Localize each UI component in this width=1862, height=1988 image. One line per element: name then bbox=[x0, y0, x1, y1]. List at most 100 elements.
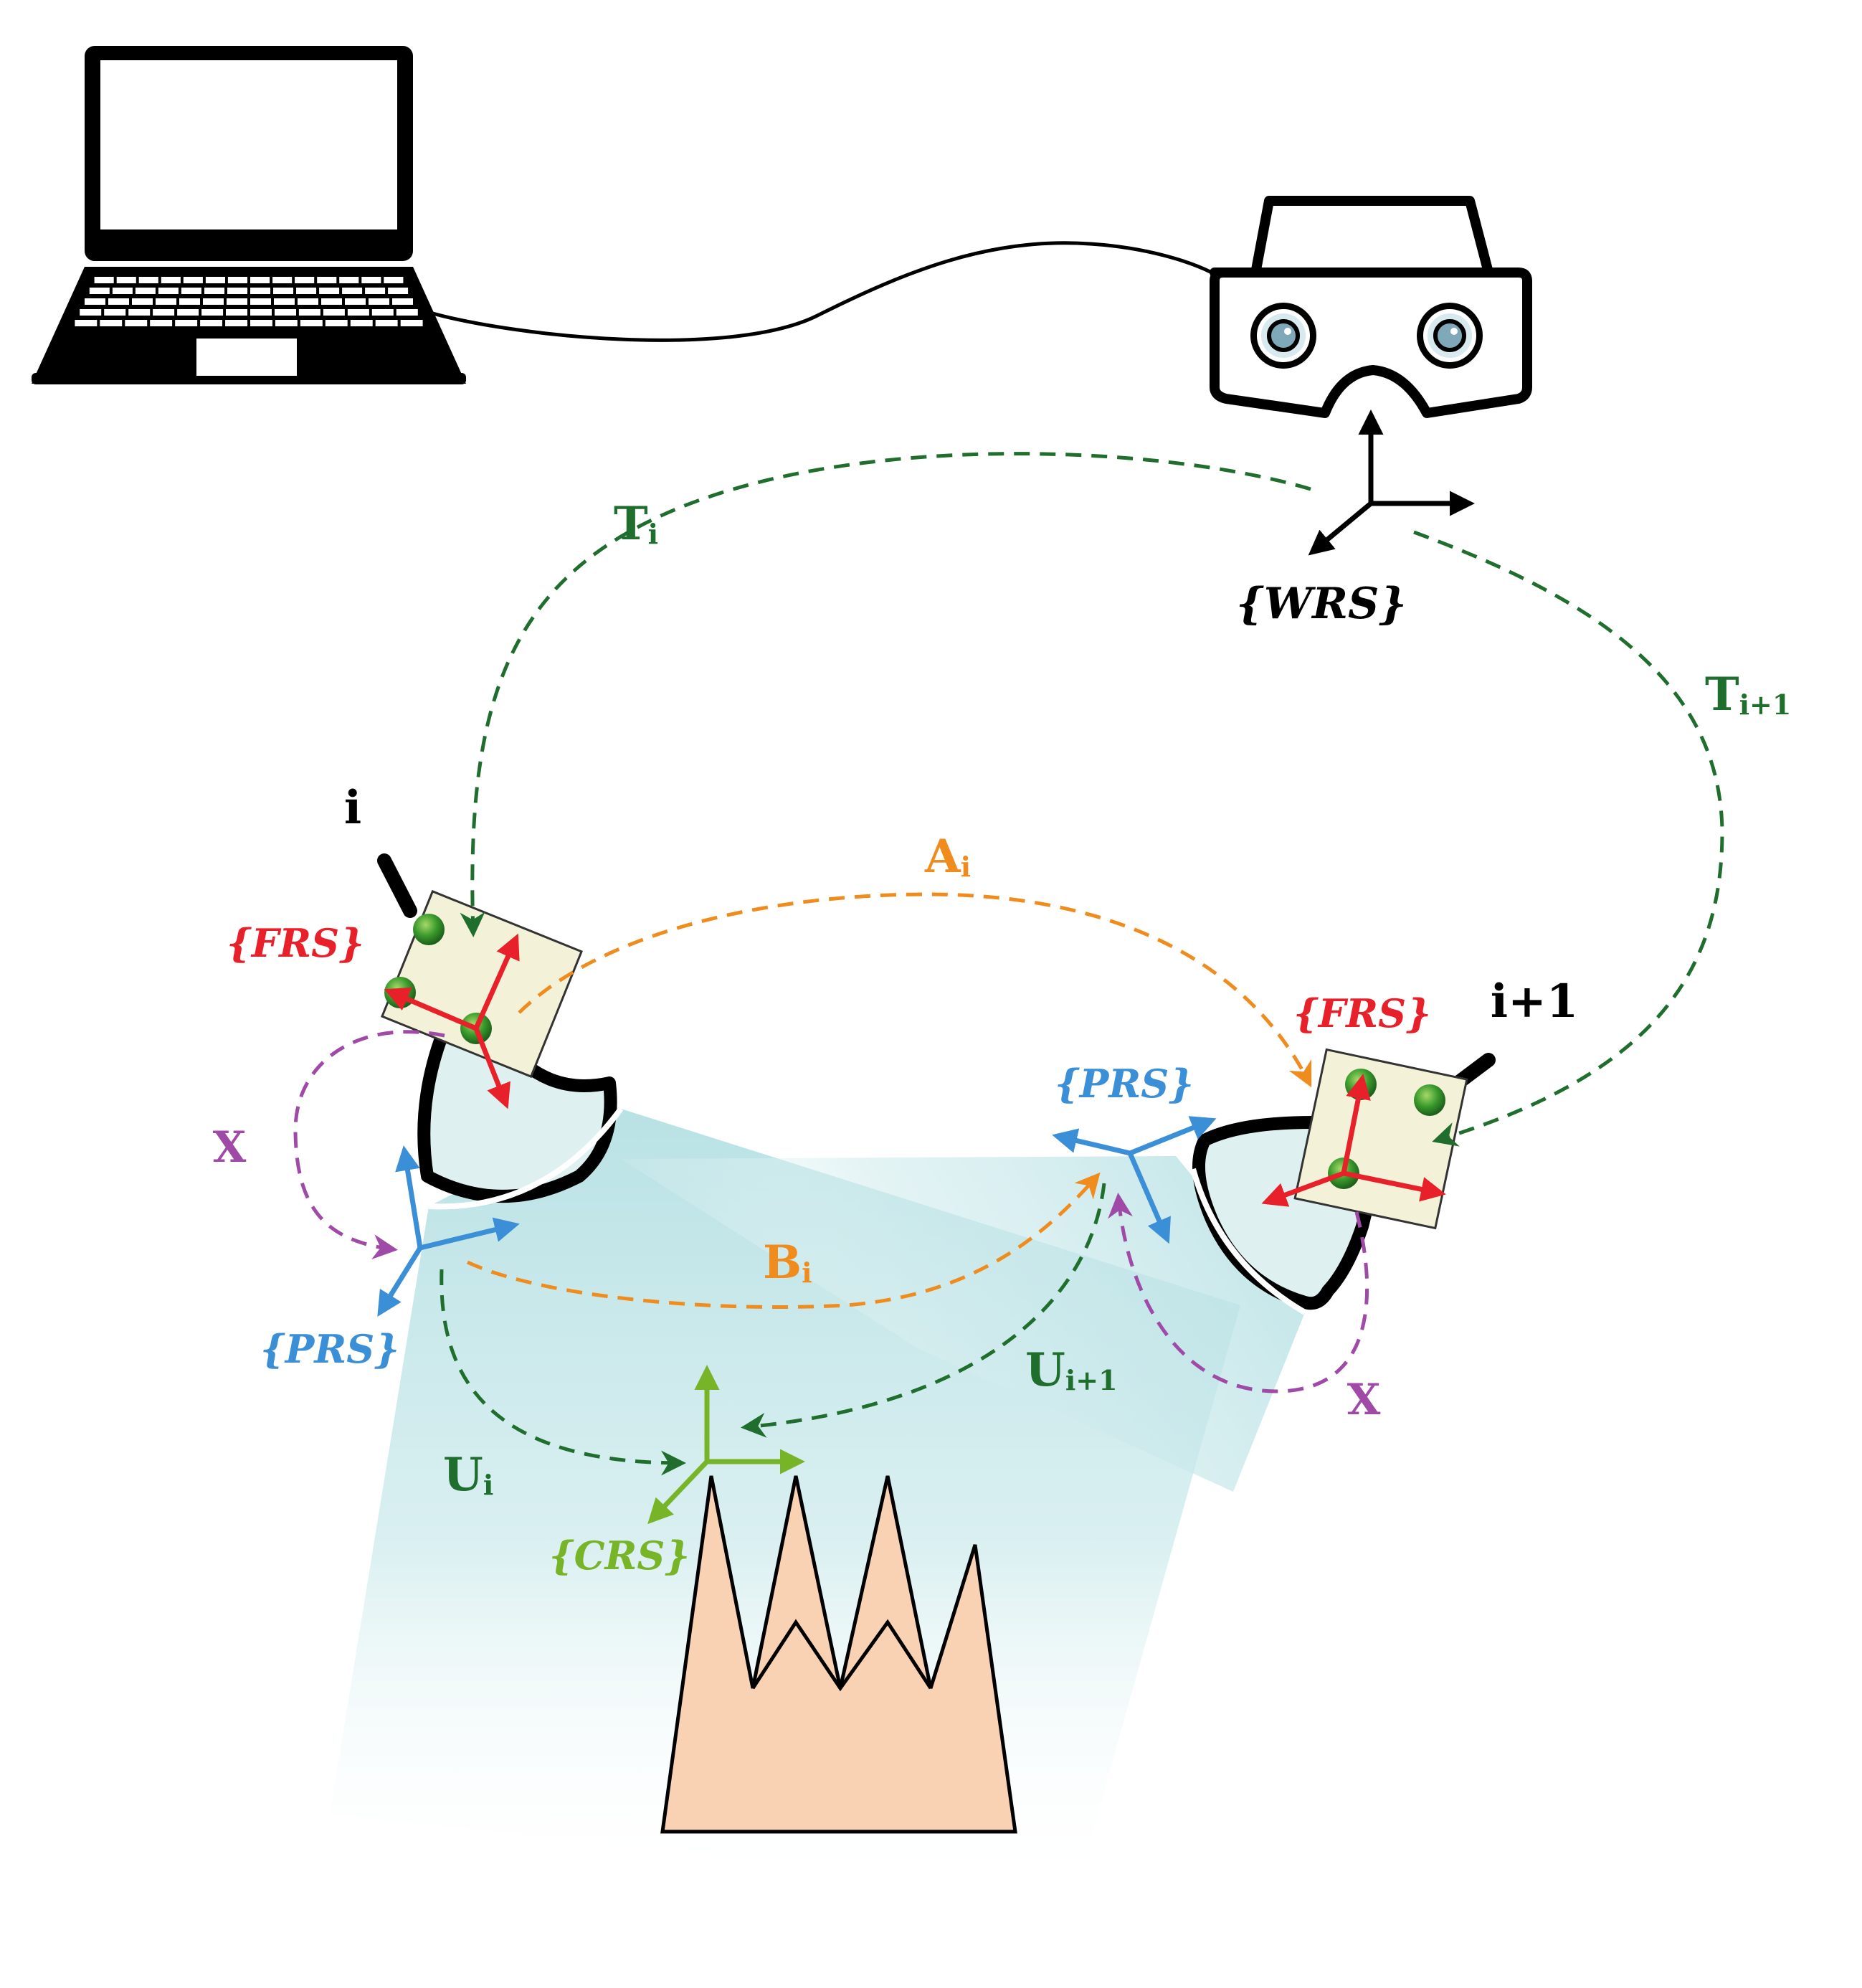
keyboard-key bbox=[319, 288, 340, 294]
keyboard-key bbox=[295, 277, 315, 283]
keyboard-key bbox=[342, 288, 363, 294]
label-x-left: X bbox=[213, 1122, 247, 1173]
probe-i1 bbox=[1190, 1048, 1496, 1315]
prs-axes-i bbox=[377, 1145, 520, 1317]
keyboard-key bbox=[250, 288, 270, 294]
keyboard-key bbox=[317, 277, 337, 283]
transform-arrow-x-left bbox=[293, 1030, 445, 1259]
keyboard-key bbox=[203, 298, 224, 305]
keyboard-key bbox=[400, 320, 423, 326]
keyboard-key bbox=[125, 320, 148, 326]
label-u-i1: Ui+1 bbox=[1025, 1343, 1118, 1397]
keyboard-key bbox=[85, 298, 105, 305]
label-x-right: X bbox=[1347, 1375, 1381, 1425]
keyboard-key bbox=[153, 309, 175, 316]
transform-arrow-b-i bbox=[466, 1172, 1101, 1309]
keyboard-key bbox=[116, 277, 136, 283]
prs-i1-label: {PRS} bbox=[1055, 1061, 1194, 1107]
keyboard-key bbox=[183, 277, 203, 283]
label-a-i: Ai bbox=[924, 830, 971, 884]
keyboard-key bbox=[80, 309, 102, 316]
transform-arrow-u-i bbox=[440, 1269, 686, 1476]
frs-axes-i bbox=[384, 933, 520, 1109]
keyboard-key bbox=[132, 298, 153, 305]
keyboard-key bbox=[350, 320, 373, 326]
keyboard-key bbox=[205, 277, 225, 283]
keyboard bbox=[75, 277, 423, 326]
label-t-i: Ti bbox=[614, 497, 658, 551]
keyboard-key bbox=[296, 288, 316, 294]
keyboard-key bbox=[250, 298, 271, 305]
keyboard-key bbox=[298, 309, 320, 316]
label-b-i: Bi bbox=[763, 1236, 812, 1289]
laptop-icon bbox=[32, 46, 466, 384]
left-lens bbox=[1250, 303, 1316, 369]
keyboard-key bbox=[150, 320, 173, 326]
label-t-i1: Ti+1 bbox=[1705, 668, 1791, 721]
keyboard-key bbox=[201, 309, 224, 316]
keyboard-key bbox=[388, 288, 409, 294]
keyboard-key bbox=[177, 309, 199, 316]
transform-arrow-u-i1 bbox=[741, 1183, 1106, 1438]
prs-i-label: {PRS} bbox=[260, 1326, 399, 1372]
transform-arrow-t-i bbox=[460, 452, 1311, 937]
keyboard-key bbox=[181, 288, 201, 294]
keyboard-key bbox=[226, 309, 247, 316]
probe-i-label: i bbox=[344, 781, 361, 835]
keyboard-key bbox=[108, 298, 129, 305]
phantom-inner-line bbox=[751, 1619, 933, 1692]
keyboard-key bbox=[275, 309, 296, 316]
wrs-label: {WRS} bbox=[1236, 579, 1407, 629]
keyboard-key bbox=[323, 309, 345, 316]
transform-arrow-a-i bbox=[518, 892, 1312, 1088]
keyboard-key bbox=[250, 320, 272, 326]
keyboard-key bbox=[250, 277, 270, 283]
keyboard-key bbox=[375, 320, 398, 326]
keyboard-key bbox=[321, 298, 342, 305]
keyboard-key bbox=[361, 277, 381, 283]
crs-axes bbox=[647, 1365, 805, 1525]
keyboard-key bbox=[225, 320, 247, 326]
transform-arrow-x-right bbox=[1108, 1193, 1369, 1393]
keyboard-key bbox=[274, 298, 295, 305]
keyboard-key bbox=[384, 277, 404, 283]
keyboard-key bbox=[135, 288, 156, 294]
keyboard-key bbox=[365, 288, 386, 294]
prs-axes-i1 bbox=[1052, 1116, 1217, 1244]
frs-axes-i1 bbox=[1261, 1074, 1446, 1207]
keyboard-key bbox=[104, 309, 126, 316]
keyboard-key bbox=[298, 298, 318, 305]
keyboard-key bbox=[300, 320, 323, 326]
label-u-i: Ui bbox=[443, 1448, 493, 1502]
keyboard-key bbox=[339, 277, 359, 283]
crs-label: {CRS} bbox=[549, 1533, 690, 1578]
wrs-axes bbox=[1308, 410, 1475, 556]
keyboard-key bbox=[204, 288, 224, 294]
keyboard-key bbox=[175, 320, 198, 326]
keyboard-key bbox=[89, 288, 110, 294]
cable bbox=[429, 241, 1213, 342]
keyboard-key bbox=[200, 320, 222, 326]
keyboard-key bbox=[94, 277, 114, 283]
keyboard-key bbox=[158, 288, 179, 294]
ultrasound-beam-right bbox=[621, 1156, 1305, 1492]
vr-headset-icon bbox=[1210, 196, 1532, 418]
probe-i1-label: i+1 bbox=[1491, 975, 1578, 1028]
right-lens bbox=[1417, 303, 1483, 369]
keyboard-key bbox=[161, 277, 181, 283]
keyboard-key bbox=[325, 320, 348, 326]
keyboard-key bbox=[345, 298, 366, 305]
keyboard-key bbox=[100, 320, 123, 326]
phantom bbox=[660, 1475, 1017, 1834]
keyboard-key bbox=[75, 320, 98, 326]
keyboard-key bbox=[396, 309, 418, 316]
keyboard-key bbox=[128, 309, 151, 316]
keyboard-key bbox=[112, 288, 133, 294]
keyboard-key bbox=[179, 298, 200, 305]
keyboard-key bbox=[371, 309, 394, 316]
keyboard-key bbox=[227, 298, 247, 305]
keyboard-key bbox=[272, 277, 293, 283]
keyboard-key bbox=[369, 298, 389, 305]
keyboard-key bbox=[156, 298, 176, 305]
